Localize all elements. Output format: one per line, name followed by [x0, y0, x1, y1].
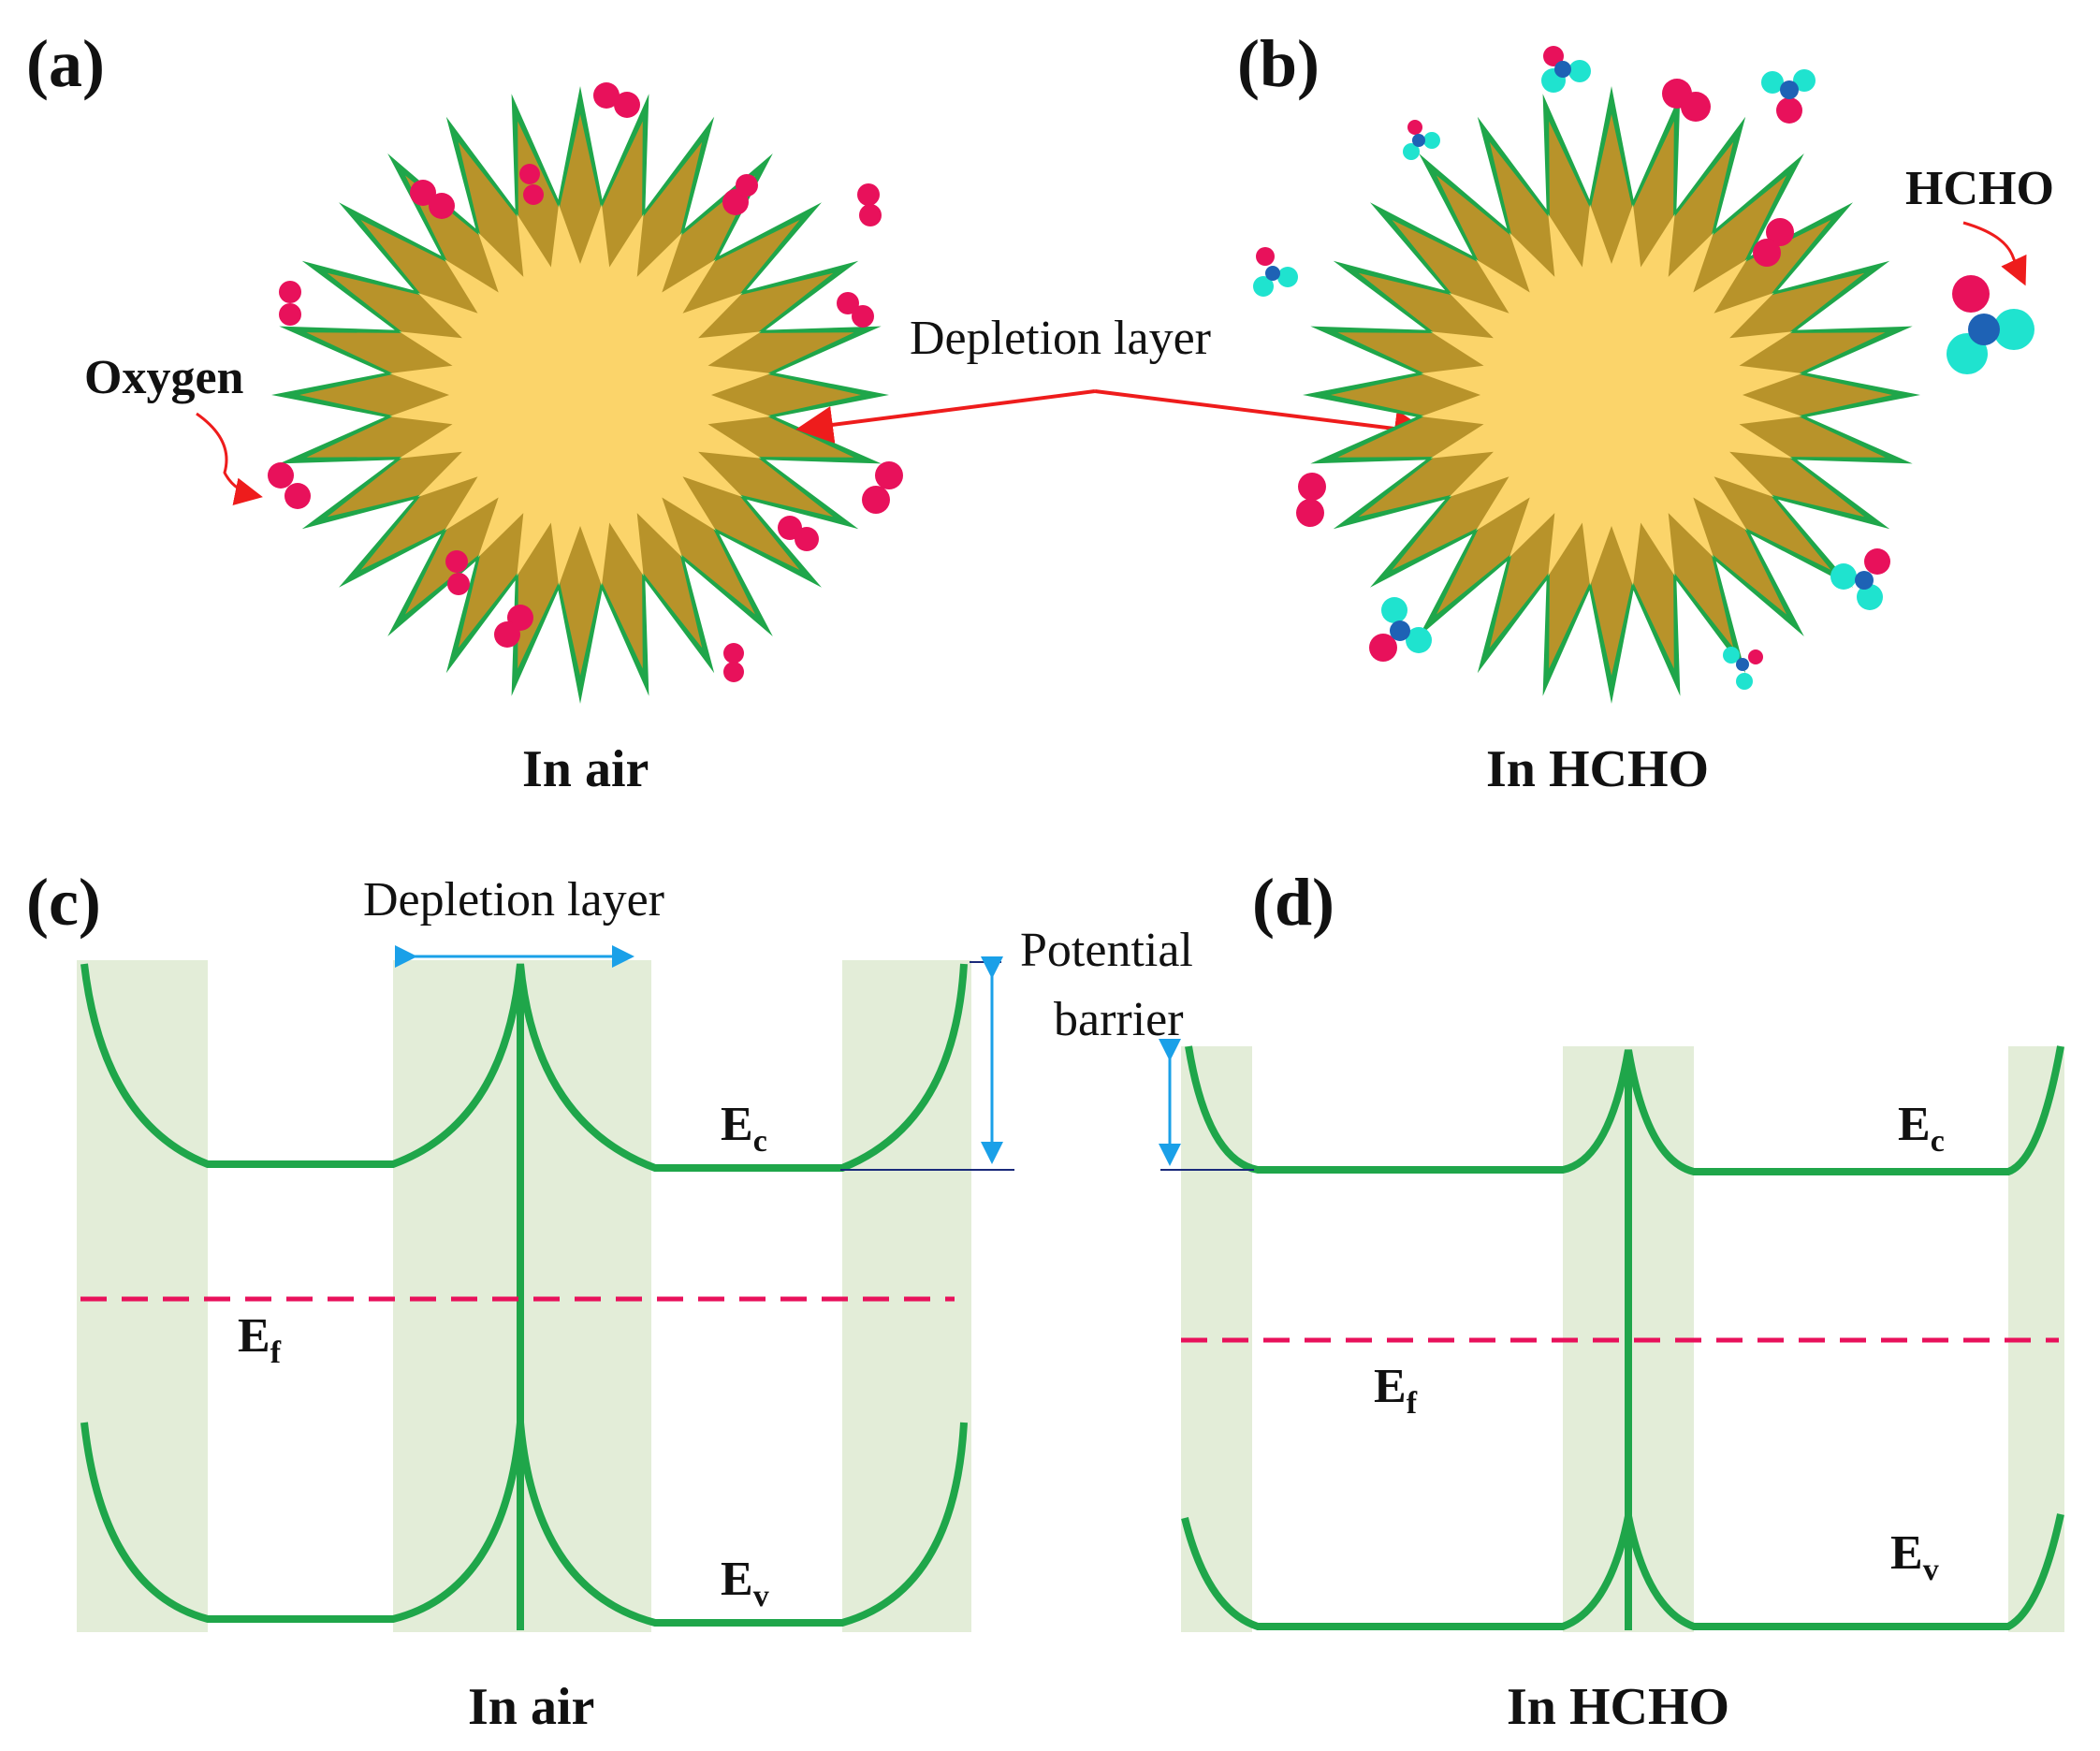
oxygen-molecule-icon — [494, 605, 533, 648]
panel-label-a: (a) — [26, 26, 105, 101]
ev-label-c: Ev — [721, 1553, 769, 1613]
depletion-region-shade — [77, 960, 208, 1632]
depletion-region-shade — [842, 960, 971, 1632]
adsorbed-oxygen-molecules-b — [1296, 79, 1794, 527]
oxygen-pointer-arrow — [196, 412, 263, 505]
band-diagram-in-hcho: Ec Ef Ev — [1159, 1039, 2064, 1632]
oxygen-molecule-icon — [445, 550, 470, 595]
hcho-molecule-icon — [1761, 69, 1816, 124]
particle-core — [1421, 204, 1802, 586]
hcho-molecule-icon — [1947, 275, 2034, 374]
oxygen-molecule-icon — [268, 462, 311, 509]
oxygen-label: Oxygen — [84, 351, 244, 404]
band-diagram-in-air: Depletion layer Potential barrier Ec Ef … — [77, 873, 1193, 1632]
oxygen-molecule-icon — [837, 292, 874, 328]
particle-core — [389, 204, 771, 586]
caption-c: In air — [468, 1678, 594, 1736]
oxygen-molecule-icon — [862, 461, 903, 514]
caption-a: In air — [522, 740, 649, 798]
ec-label-d: Ec — [1898, 1098, 1945, 1159]
ef-label-c: Ef — [238, 1309, 282, 1370]
panel-label-b: (b) — [1237, 26, 1320, 101]
oxygen-molecule-icon — [722, 174, 758, 215]
ef-label-d: Ef — [1374, 1360, 1418, 1421]
depletion-arrow-to-a — [795, 389, 1096, 444]
hcho-molecule-icon — [1541, 46, 1591, 93]
depletion-layer-label-bottom: Depletion layer — [363, 873, 664, 927]
oxygen-molecule-icon — [723, 643, 744, 682]
depletion-layer-label-top: Depletion layer — [910, 312, 1211, 365]
hcho-label: HCHO — [1905, 162, 2054, 215]
nanoparticle-in-hcho — [1303, 86, 1920, 704]
oxygen-molecule-icon — [857, 183, 882, 226]
adsorbed-oxygen-molecules-a — [268, 82, 903, 682]
oxygen-molecule-icon — [410, 180, 455, 219]
hcho-molecule-icon — [1830, 548, 1890, 610]
oxygen-molecule-icon — [519, 164, 544, 205]
caption-d: In HCHO — [1507, 1678, 1729, 1736]
oxygen-molecule-icon — [1296, 473, 1326, 527]
oxygen-molecule-icon — [279, 281, 301, 326]
ev-label-d: Ev — [1890, 1526, 1939, 1587]
oxygen-molecule-icon — [1662, 79, 1711, 122]
hcho-molecule-icon — [1723, 647, 1763, 690]
hcho-molecule-icon — [1369, 597, 1432, 662]
hcho-molecules — [1253, 46, 2034, 690]
panel-label-d: (d) — [1252, 865, 1334, 940]
oxygen-molecule-icon — [1753, 218, 1794, 267]
ec-label-c: Ec — [721, 1098, 767, 1159]
hcho-molecule-icon — [1253, 247, 1298, 297]
oxygen-molecule-icon — [593, 82, 640, 118]
caption-b: In HCHO — [1486, 740, 1709, 798]
oxygen-molecule-icon — [778, 516, 819, 551]
potential-barrier-label-line1: Potential — [1020, 924, 1193, 977]
potential-barrier-label-line2: barrier — [1054, 993, 1184, 1046]
hcho-molecule-icon — [1403, 120, 1440, 160]
panel-label-c: (c) — [26, 865, 101, 940]
hcho-pointer-arrow — [1962, 221, 2027, 286]
depletion-arrow-to-b — [1094, 389, 1432, 447]
nanoparticle-in-air — [271, 86, 889, 704]
